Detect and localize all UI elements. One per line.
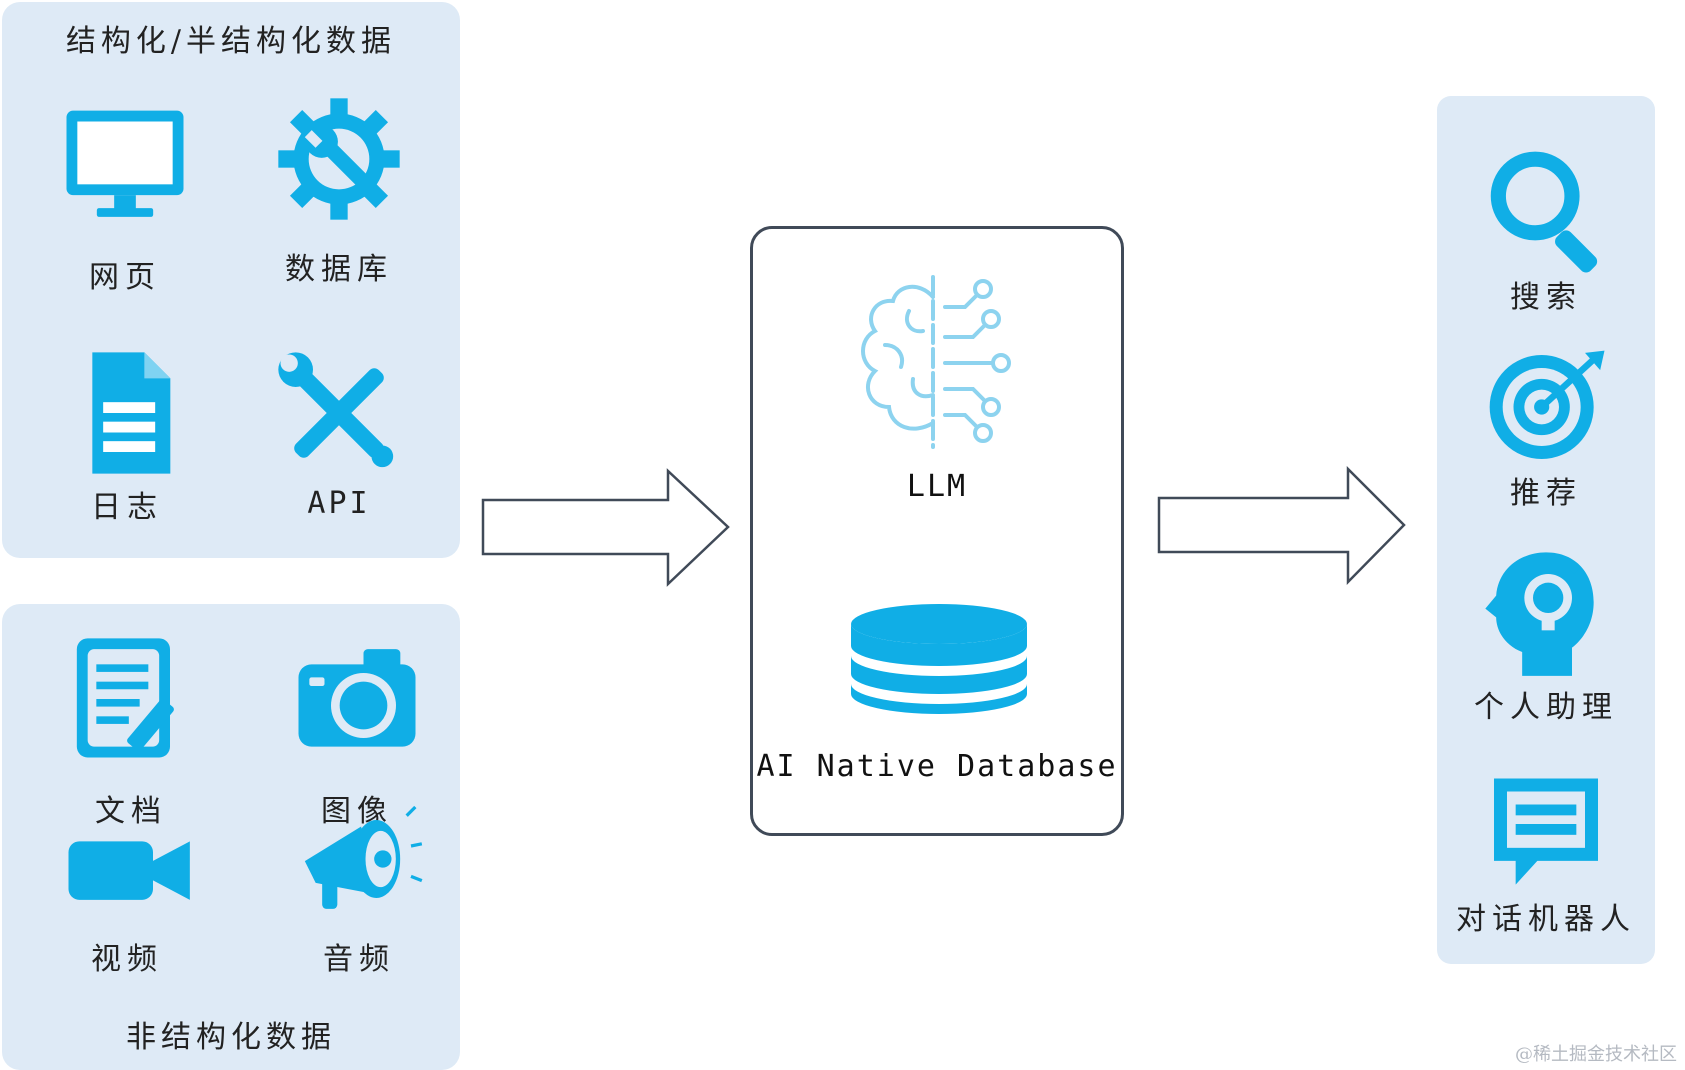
- gear-wrench-icon: [278, 98, 400, 220]
- item-assistant-label: 个人助理: [1474, 690, 1618, 725]
- item-log-label: 日志: [91, 490, 163, 525]
- item-audio-label: 音频: [323, 942, 395, 977]
- structured-data-title: 结构化/半结构化数据: [65, 24, 397, 59]
- item-api: API: [234, 348, 434, 548]
- database-icon: [851, 604, 1027, 714]
- item-chatbot: 对话机器人: [1441, 772, 1641, 972]
- item-api-label: API: [307, 486, 371, 521]
- item-assistant: 个人助理: [1441, 548, 1641, 748]
- item-image: 图像: [252, 634, 452, 834]
- applications-panel: 搜索 推荐 个人助理: [1437, 96, 1655, 964]
- item-recommend: 推荐: [1441, 342, 1641, 542]
- doc-edit-icon: [76, 638, 174, 758]
- item-webpage: 网页: [20, 102, 220, 302]
- item-recommend-label: 推荐: [1510, 476, 1582, 511]
- item-database: 数据库: [234, 94, 434, 294]
- chat-icon: [1494, 778, 1598, 885]
- document-icon: [92, 352, 171, 474]
- brain-circuit-icon: [861, 275, 1011, 449]
- video-camera-icon: [68, 841, 190, 900]
- arrow-to-applications: [1157, 466, 1406, 586]
- item-search: 搜索: [1441, 144, 1641, 344]
- item-document: 文档: [26, 634, 226, 834]
- center-box: LLM AI Native Database: [750, 226, 1124, 836]
- arrow-to-center: [481, 468, 730, 587]
- llm-label: LLM: [906, 469, 968, 504]
- item-log: 日志: [22, 348, 222, 548]
- watermark: @稀土掘金技术社区: [1515, 1044, 1677, 1065]
- item-video-label: 视频: [91, 942, 163, 977]
- item-audio: 音频: [254, 794, 454, 994]
- item-document-label: 文档: [95, 794, 167, 829]
- megaphone-icon: [304, 805, 423, 909]
- item-search-label: 搜索: [1510, 280, 1582, 315]
- unstructured-data-panel: 文档 图像 视频 音频 非结构化数据: [2, 604, 460, 1070]
- item-chatbot-label: 对话机器人: [1456, 902, 1636, 937]
- item-webpage-label: 网页: [89, 260, 161, 295]
- search-icon: [1490, 151, 1598, 273]
- tools-icon: [278, 352, 394, 468]
- database-label: AI Native Database: [756, 749, 1118, 784]
- head-idea-icon: [1485, 552, 1594, 676]
- structured-data-panel: 结构化/半结构化数据 网页: [2, 2, 460, 558]
- item-video: 视频: [22, 818, 222, 1018]
- target-icon: [1489, 350, 1605, 459]
- camera-icon: [298, 649, 416, 747]
- monitor-icon: [66, 110, 184, 217]
- unstructured-data-title: 非结构化数据: [126, 1020, 336, 1055]
- item-database-label: 数据库: [285, 252, 393, 287]
